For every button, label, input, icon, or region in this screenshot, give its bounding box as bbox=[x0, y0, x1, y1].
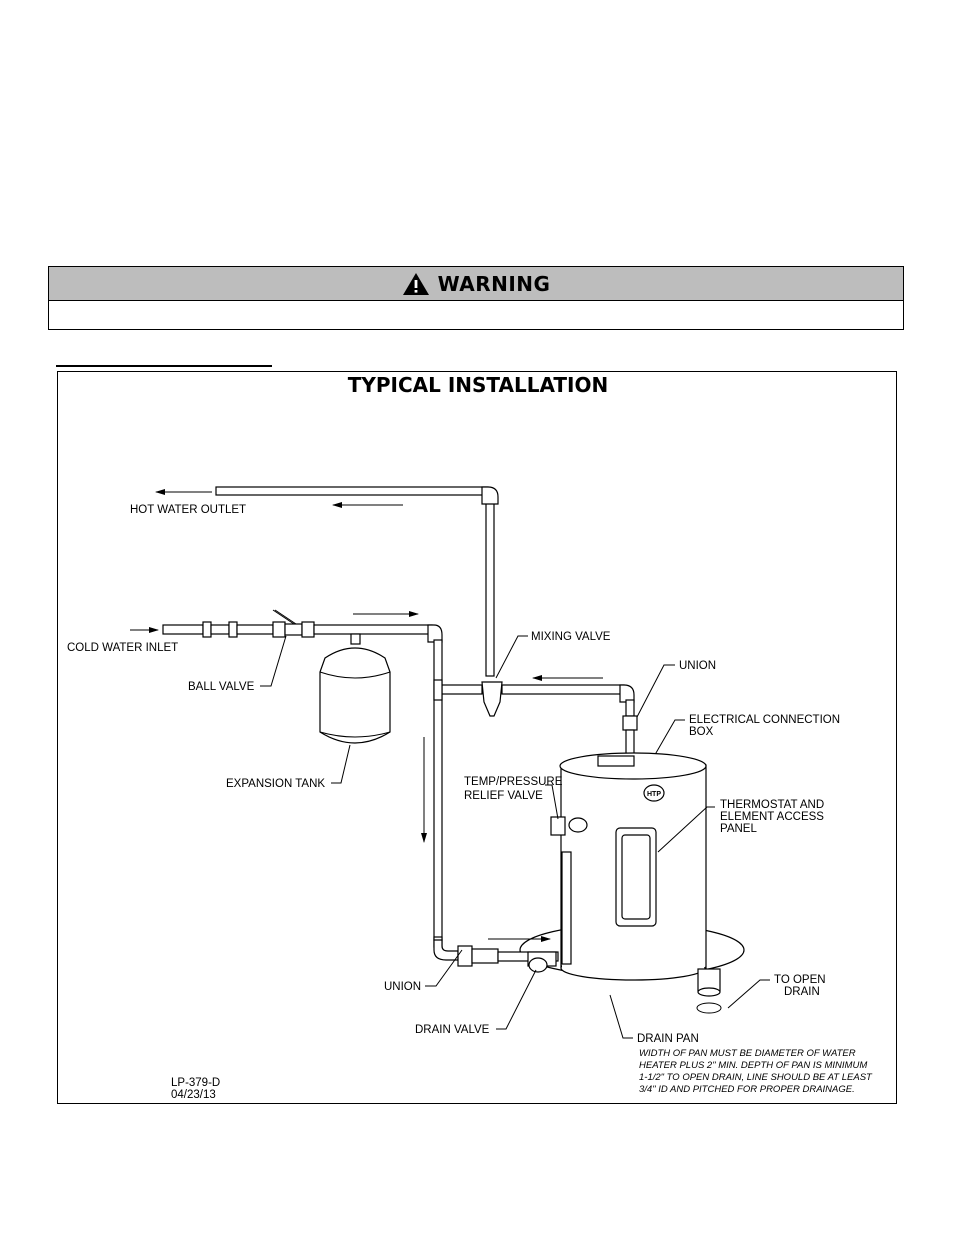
hot-water-outlet-label: HOT WATER OUTLET bbox=[130, 504, 246, 516]
cold-supply-pipe bbox=[433, 936, 559, 973]
to-open-drain-label-2: DRAIN bbox=[784, 986, 820, 998]
drain-valve-label: DRAIN VALVE bbox=[415, 1024, 490, 1036]
thermostat-label-2: ELEMENT ACCESS bbox=[720, 811, 824, 823]
htp-logo: HTP bbox=[647, 791, 661, 798]
figure-title: TYPICAL INSTALLATION bbox=[348, 373, 608, 397]
drain-pan-note-3: 1-1/2" TO OPEN DRAIN, LINE SHOULD BE AT … bbox=[639, 1072, 873, 1083]
ball-valve-handle bbox=[272, 609, 295, 625]
warning-box: WARNING bbox=[48, 266, 904, 330]
thermostat-label-3: PANEL bbox=[720, 823, 757, 835]
expansion-tank bbox=[319, 647, 391, 744]
union-bottom-label: UNION bbox=[384, 981, 421, 993]
warning-title: WARNING bbox=[437, 271, 551, 296]
drain-pan-outlet bbox=[696, 968, 722, 1014]
document-id: LP-379-D bbox=[171, 1077, 220, 1089]
mixing-valve bbox=[433, 679, 638, 759]
temp-pressure-label-1: TEMP/PRESSURE bbox=[464, 776, 563, 788]
ball-valve-label: BALL VALVE bbox=[188, 681, 255, 693]
installation-diagram: TYPICAL INSTALLATION HOT WATER OUTLET CO… bbox=[67, 373, 873, 1101]
temp-pressure-label-2: RELIEF VALVE bbox=[464, 790, 543, 802]
section-heading-rule bbox=[56, 365, 272, 367]
cold-water-inlet-label: COLD WATER INLET bbox=[67, 642, 178, 654]
electrical-box-label-2: BOX bbox=[689, 726, 714, 738]
mixing-valve-label: MIXING VALVE bbox=[531, 631, 611, 643]
thermostat-label-1: THERMOSTAT AND bbox=[720, 799, 824, 811]
drain-pan-note-4: 3/4" ID AND PITCHED FOR PROPER DRAINAGE. bbox=[639, 1084, 855, 1095]
water-heater: HTP bbox=[519, 752, 745, 981]
document-date: 04/23/13 bbox=[171, 1089, 216, 1101]
to-open-drain-label-1: TO OPEN bbox=[774, 974, 826, 986]
warning-header: WARNING bbox=[49, 267, 903, 301]
union-top-label: UNION bbox=[679, 660, 716, 672]
drain-pan-note-1: WIDTH OF PAN MUST BE DIAMETER OF WATER bbox=[639, 1048, 856, 1059]
figure-frame: TYPICAL INSTALLATION HOT WATER OUTLET CO… bbox=[57, 371, 897, 1104]
cold-water-pipe bbox=[162, 621, 443, 941]
drain-pan-note-2: HEATER PLUS 2" MIN. DEPTH OF PAN IS MINI… bbox=[639, 1060, 867, 1071]
drain-pan-label: DRAIN PAN bbox=[637, 1033, 699, 1045]
expansion-tank-label: EXPANSION TANK bbox=[226, 778, 325, 790]
warning-triangle-icon bbox=[402, 272, 429, 295]
electrical-box-label-1: ELECTRICAL CONNECTION bbox=[689, 714, 840, 726]
hot-water-pipe bbox=[215, 486, 499, 677]
